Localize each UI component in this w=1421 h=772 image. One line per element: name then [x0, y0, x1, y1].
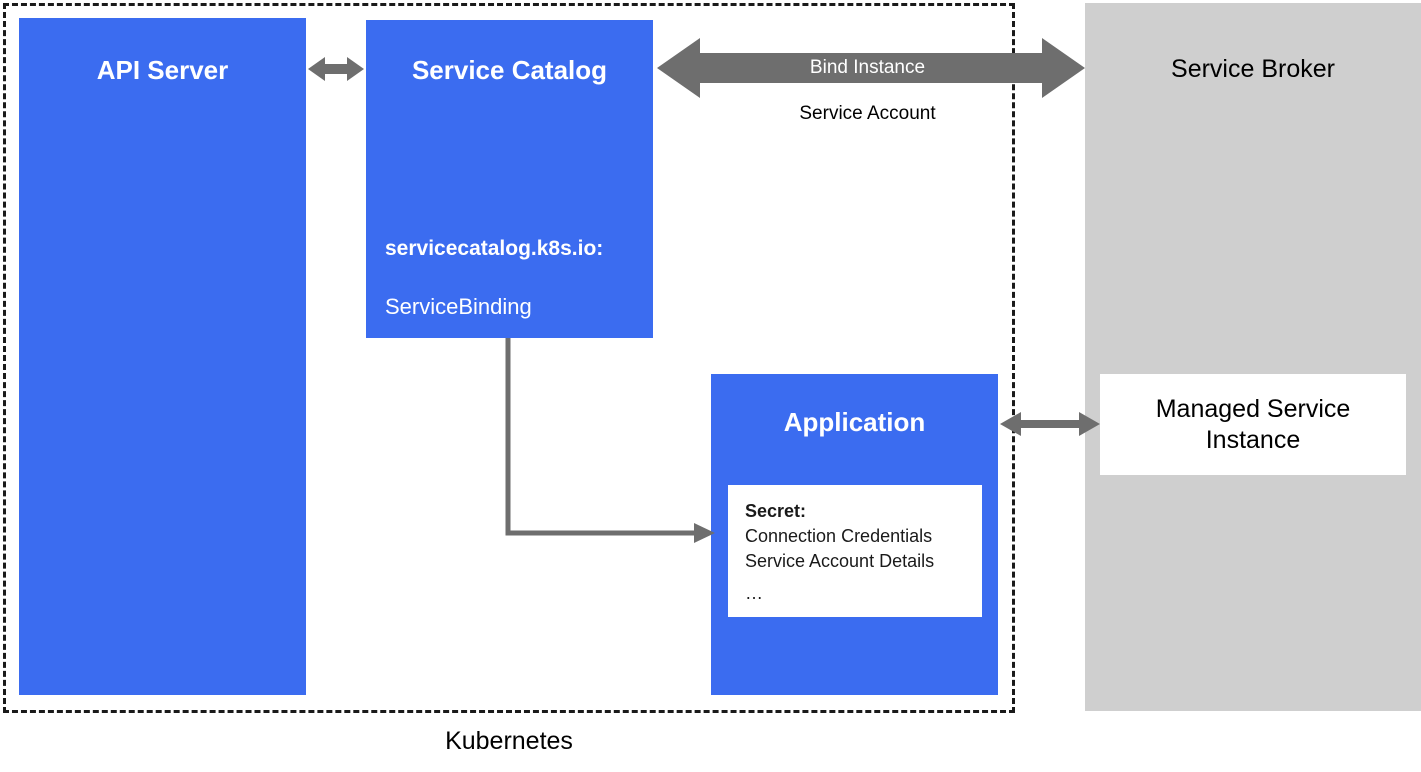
kubernetes-boundary: [3, 3, 1015, 713]
secret-line-connection-credentials: Connection Credentials: [745, 526, 933, 546]
managed-service-instance-box: Managed Service Instance: [1100, 374, 1406, 475]
managed-service-instance-line2: Instance: [1205, 425, 1301, 454]
kubernetes-boundary-label: Kubernetes: [445, 727, 573, 755]
secret-box: Secret: Connection Credentials Service A…: [728, 485, 982, 617]
secret-ellipsis: …: [745, 583, 763, 603]
api-server-title: API Server: [96, 55, 229, 85]
service-account-label: Service Account: [799, 103, 936, 124]
secret-title: Secret:: [745, 501, 807, 521]
api-server-box: API Server: [19, 18, 306, 695]
service-catalog-resource: servicecatalog.k8s.io: ServiceBinding: [385, 235, 635, 321]
service-broker-panel: Service Broker: [1085, 3, 1421, 711]
managed-service-instance-label: Managed Service Instance: [1156, 394, 1351, 456]
application-title: Application: [783, 407, 926, 437]
secret-line-service-account-details: Service Account Details: [745, 551, 935, 571]
bind-instance-label: Bind Instance: [809, 57, 926, 78]
service-catalog-box: Service Catalog servicecatalog.k8s.io: S…: [366, 20, 653, 338]
service-catalog-api-group: servicecatalog.k8s.io:: [385, 237, 604, 260]
service-broker-title: Service Broker: [1171, 55, 1335, 83]
service-catalog-kind-name: ServiceBinding: [385, 294, 532, 319]
service-catalog-title: Service Catalog: [411, 55, 608, 85]
managed-service-instance-line1: Managed Service: [1155, 394, 1351, 423]
